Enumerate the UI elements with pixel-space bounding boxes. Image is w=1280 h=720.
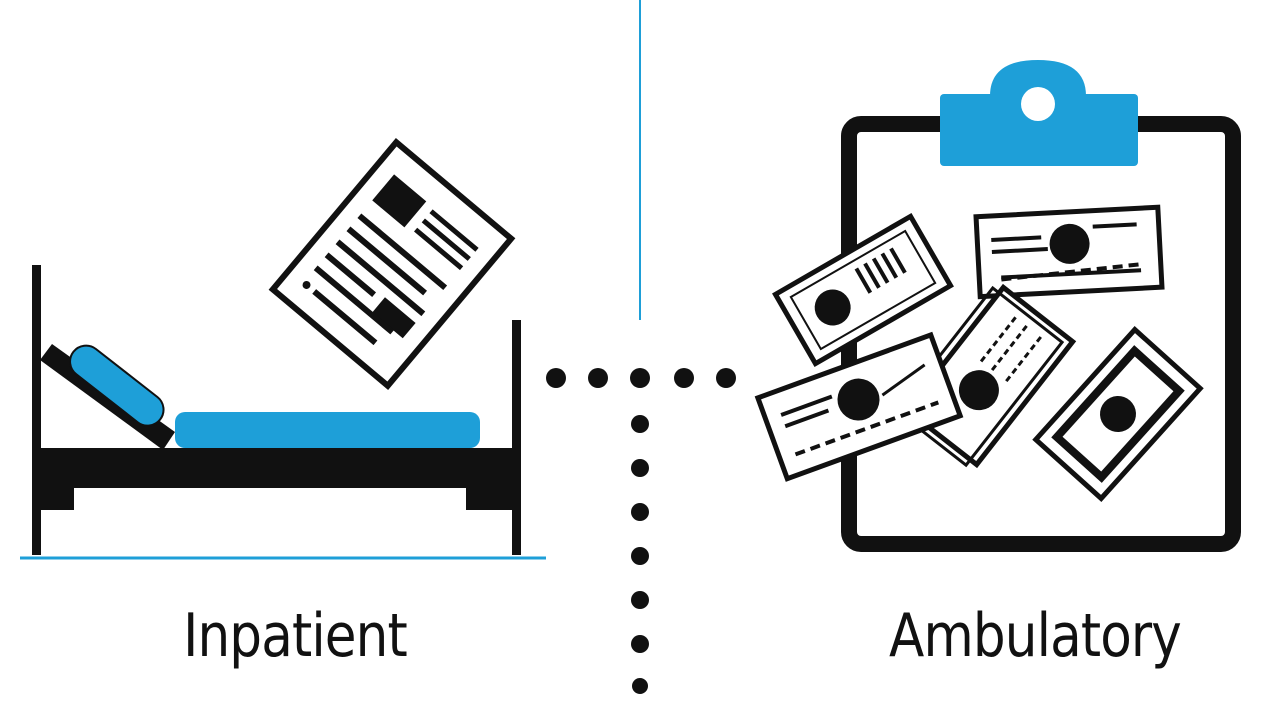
dotted-connector [546, 368, 736, 694]
inpatient-label: Inpatient [183, 601, 408, 671]
hospital-bed-with-document-icon [20, 138, 546, 560]
ambulatory-label: Ambulatory [889, 601, 1182, 671]
clipboard-with-bills-icon [754, 60, 1241, 552]
